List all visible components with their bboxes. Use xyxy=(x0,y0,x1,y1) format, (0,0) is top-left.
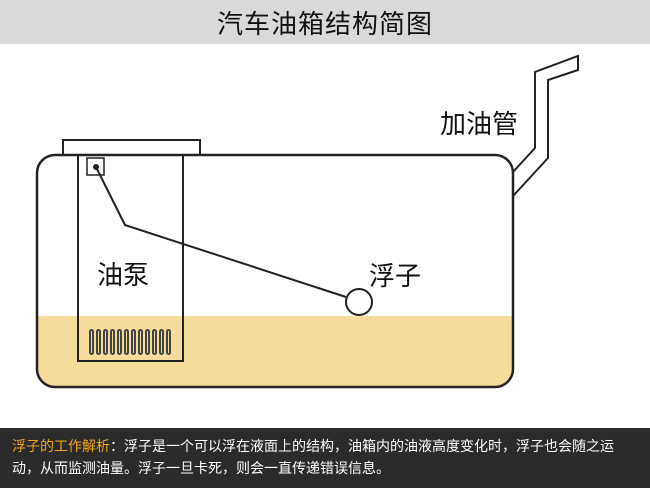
caption-text: ：浮子是一个可以浮在液面上的结构，油箱内的油液高度变化时，浮子也会随之运动，从而… xyxy=(12,439,614,477)
tank-body xyxy=(35,153,515,389)
filler-pipe-label: 加油管 xyxy=(440,110,518,140)
fuel-liquid xyxy=(37,316,513,387)
float-label: 浮子 xyxy=(369,262,421,292)
diagram-title: 汽车油箱结构简图 xyxy=(216,9,433,40)
float xyxy=(345,288,373,316)
title-bar: 汽车油箱结构简图 xyxy=(0,0,650,44)
caption-heading: 浮子的工作解析 xyxy=(12,439,110,455)
caption-box: 浮子的工作解析：浮子是一个可以浮在液面上的结构，油箱内的油液高度变化时，浮子也会… xyxy=(0,428,650,488)
filler-pipe xyxy=(512,54,579,197)
pump-label: 油泵 xyxy=(97,261,149,291)
pump-filter-slots xyxy=(89,329,171,355)
float-arm xyxy=(95,166,347,298)
fuel-tank-diagram: 加油管 油泵 浮子 xyxy=(0,44,650,428)
pump-column xyxy=(77,154,184,362)
tank-top-plate xyxy=(62,139,201,156)
